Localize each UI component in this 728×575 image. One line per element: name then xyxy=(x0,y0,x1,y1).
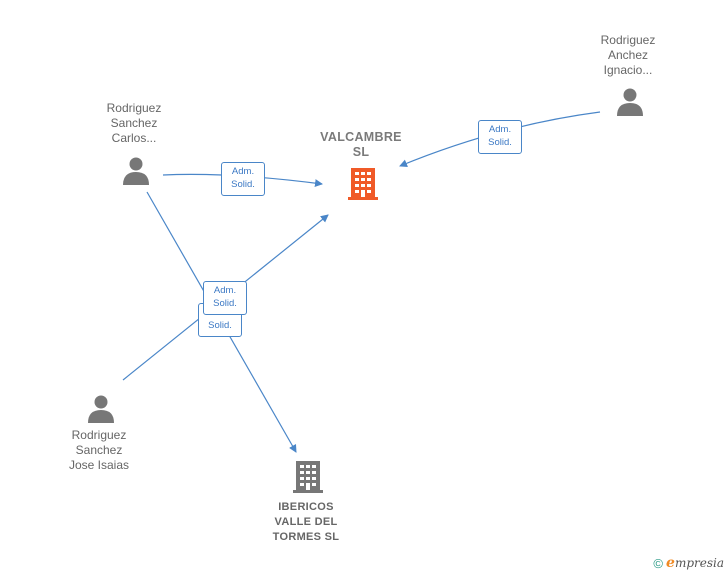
person-name-line: Anchez xyxy=(607,48,649,62)
person-name-line: Ignacio... xyxy=(603,63,653,77)
person-label-jose[interactable]: Rodriguez Sanchez Jose Isaias xyxy=(49,428,149,473)
person-name-line: Rodriguez xyxy=(71,428,127,442)
badge-role-line: Adm. xyxy=(488,124,512,135)
company-name-line: TORMES SL xyxy=(272,531,340,543)
badge-role-line: Solid. xyxy=(231,179,255,190)
edge-badge-jose-valcambre[interactable]: Adm. Solid. xyxy=(203,281,247,315)
person-label-carlos[interactable]: Rodriguez Sanchez Carlos... xyxy=(84,101,184,146)
person-name-line: Sanchez xyxy=(110,116,158,130)
person-name-line: Rodriguez xyxy=(600,33,656,47)
company-label-valcambre[interactable]: VALCAMBRE SL xyxy=(311,130,411,160)
building-icon-ibericos[interactable] xyxy=(293,461,323,493)
person-name-line: Jose Isaias xyxy=(68,458,130,472)
copyright-symbol: © xyxy=(653,555,664,571)
person-label-ignacio[interactable]: Rodriguez Anchez Ignacio... xyxy=(578,33,678,78)
company-label-ibericos[interactable]: IBERICOS VALLE DEL TORMES SL xyxy=(256,500,356,545)
building-icon-valcambre[interactable] xyxy=(348,168,378,200)
company-name-line: VALLE DEL xyxy=(274,516,338,528)
person-name-line: Carlos... xyxy=(111,131,157,145)
person-icon-ignacio[interactable] xyxy=(617,88,643,117)
badge-role-line: Adm. xyxy=(231,166,255,177)
brand-initial: e xyxy=(666,555,675,571)
badge-role-line: Solid. xyxy=(488,137,512,148)
badge-role-line: Solid. xyxy=(208,320,232,331)
edge-badge-carlos-valcambre[interactable]: Adm. Solid. xyxy=(221,162,265,196)
edge-badge-ignacio-valcambre[interactable]: Adm. Solid. xyxy=(478,120,522,154)
company-name-line: VALCAMBRE xyxy=(320,130,402,144)
person-name-line: Sanchez xyxy=(75,443,123,457)
company-name-line: SL xyxy=(352,145,370,159)
badge-role-line: Adm. xyxy=(213,285,237,296)
badge-role-line: Solid. xyxy=(213,298,237,309)
company-name-line: IBERICOS xyxy=(278,501,334,513)
brand-logo: empresia xyxy=(666,555,724,571)
person-icon-jose[interactable] xyxy=(88,395,114,424)
brand-name: mpresia xyxy=(674,556,724,570)
person-name-line: Rodriguez xyxy=(106,101,162,115)
footer-brand[interactable]: © empresia xyxy=(653,555,724,571)
person-icon-carlos[interactable] xyxy=(123,157,149,186)
